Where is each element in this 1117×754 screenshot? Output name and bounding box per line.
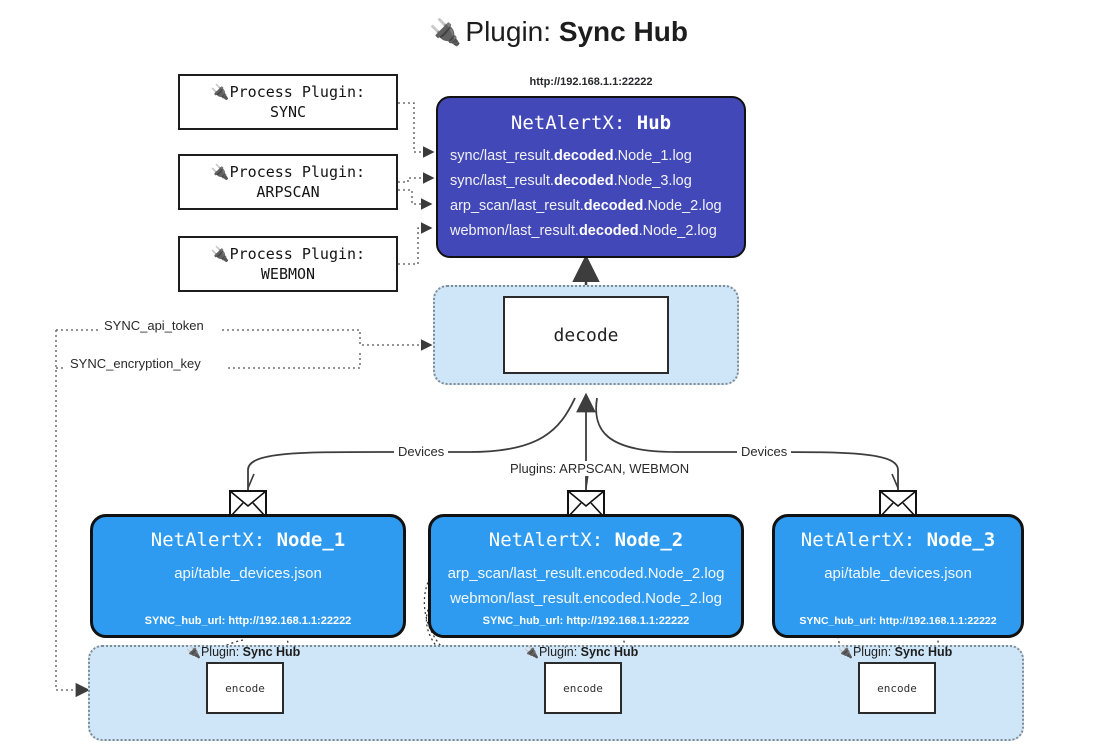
hub-node[interactable]: NetAlertX: Hub sync/last_result.decoded.… <box>436 96 746 258</box>
plug-icon: 🔌 <box>838 645 853 659</box>
plug-icon: 🔌 <box>210 162 230 181</box>
process-plugin-name: WEBMON <box>260 265 316 283</box>
plug-icon: 🔌 <box>429 17 462 47</box>
node-title: NetAlertX: Node_3 <box>800 529 996 551</box>
edge-label-sync-encryption-key: SYNC_encryption_key <box>66 356 205 371</box>
hub-url-label: http://192.168.1.1:22222 <box>529 76 653 88</box>
node-box-node-1[interactable]: NetAlertX: Node_1 api/table_devices.json… <box>90 514 406 638</box>
node-title: NetAlertX: Node_1 <box>150 529 346 551</box>
edge-label-plugins-center: Plugins: ARPSCAN, WEBMON <box>506 461 694 476</box>
envelope-icon-node-2 <box>567 490 605 523</box>
hub-log-line: sync/last_result.decoded.Node_1.log <box>450 148 692 164</box>
edge-label-devices-left: Devices <box>394 444 449 459</box>
encode-box-node-2[interactable]: encode <box>544 662 622 714</box>
node-line: api/table_devices.json <box>824 565 972 582</box>
decode-box[interactable]: decode <box>503 296 669 374</box>
hub-log-line: sync/last_result.decoded.Node_3.log <box>450 173 692 189</box>
hub-title: NetAlertX: Hub <box>510 112 672 134</box>
plug-icon: 🔌 <box>186 645 201 659</box>
process-plugin-box-arpscan[interactable]: 🔌Process Plugin: ARPSCAN <box>178 154 398 210</box>
process-plugin-name: ARPSCAN <box>256 183 320 201</box>
node-line: arp_scan/last_result.encoded.Node_2.log <box>447 565 725 582</box>
node-line: api/table_devices.json <box>174 565 322 582</box>
node-box-node-3[interactable]: NetAlertX: Node_3 api/table_devices.json… <box>772 514 1024 638</box>
encoder-plugin-label-2: 🔌Plugin: Sync Hub <box>524 645 639 659</box>
plug-icon: 🔌 <box>524 645 539 659</box>
hub-log-line: arp_scan/last_result.decoded.Node_2.log <box>450 198 722 214</box>
encoder-plugin-label-3: 🔌Plugin: Sync Hub <box>838 645 953 659</box>
hub-log-list: sync/last_result.decoded.Node_1.log sync… <box>438 144 744 244</box>
process-plugin-name: SYNC <box>269 103 307 121</box>
page-title: 🔌Plugin: Sync Hub <box>0 16 1117 48</box>
node-line: webmon/last_result.encoded.Node_2.log <box>450 590 722 607</box>
encode-box-node-1[interactable]: encode <box>206 662 284 714</box>
node-box-node-2[interactable]: NetAlertX: Node_2 arp_scan/last_result.e… <box>428 514 744 638</box>
process-plugin-box-webmon[interactable]: 🔌Process Plugin: WEBMON <box>178 236 398 292</box>
node-footer: SYNC_hub_url: http://192.168.1.1:22222 <box>799 615 997 627</box>
node-footer: SYNC_hub_url: http://192.168.1.1:22222 <box>144 615 352 627</box>
envelope-icon-node-1 <box>229 490 267 523</box>
node-line-list: api/table_devices.json <box>775 561 1021 586</box>
edge-label-devices-right: Devices <box>737 444 792 459</box>
encode-box-node-3[interactable]: encode <box>858 662 936 714</box>
page-title-prefix: Plugin: <box>465 16 559 47</box>
node-footer: SYNC_hub_url: http://192.168.1.1:22222 <box>482 615 690 627</box>
node-title: NetAlertX: Node_2 <box>488 529 684 551</box>
node-line-list: api/table_devices.json <box>93 561 403 586</box>
node-line-list: arp_scan/last_result.encoded.Node_2.log … <box>431 561 741 611</box>
process-plugin-label: Process Plugin: <box>229 162 366 181</box>
hub-log-line: webmon/last_result.decoded.Node_2.log <box>450 223 717 239</box>
plug-icon: 🔌 <box>210 244 230 263</box>
plug-icon: 🔌 <box>210 82 230 101</box>
encoder-plugin-label-1: 🔌Plugin: Sync Hub <box>186 645 301 659</box>
process-plugin-box-sync[interactable]: 🔌Process Plugin: SYNC <box>178 74 398 130</box>
page-title-name: Sync Hub <box>558 16 688 47</box>
process-plugin-label: Process Plugin: <box>229 244 366 263</box>
edge-label-sync-api-token: SYNC_api_token <box>100 318 208 333</box>
process-plugin-label: Process Plugin: <box>229 82 366 101</box>
